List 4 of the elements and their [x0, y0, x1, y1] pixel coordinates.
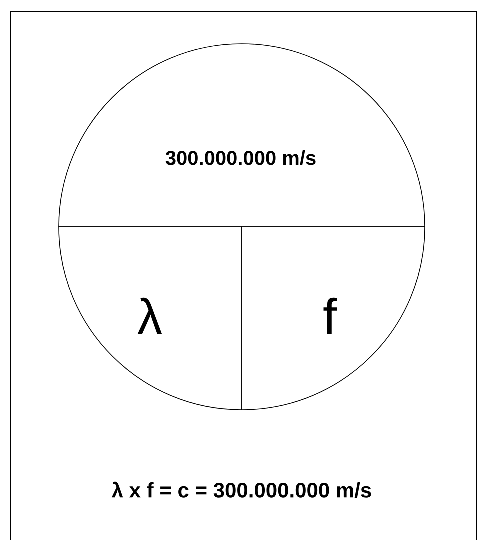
circle-segment: λ: [58, 226, 242, 410]
circle-segment: 300.000.000 m/s: [58, 44, 426, 228]
circle-segment: f: [242, 226, 426, 410]
formula-caption: λ x f = c = 300.000.000 m/s: [112, 482, 372, 498]
